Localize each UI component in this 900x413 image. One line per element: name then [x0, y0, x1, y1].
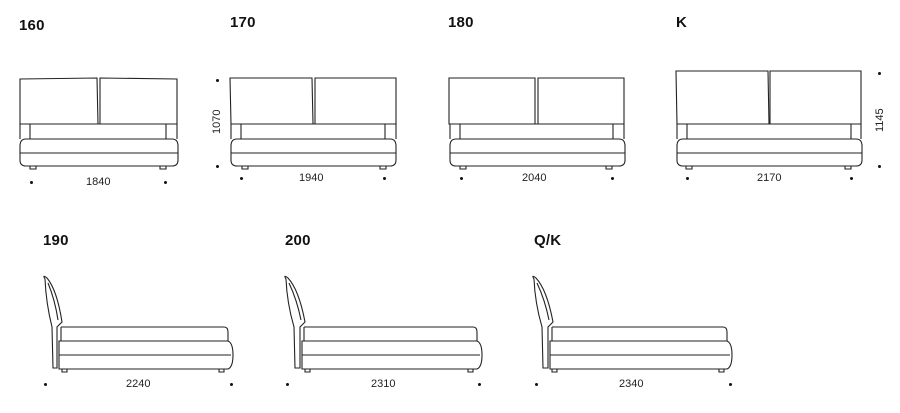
- width-dimension: 1840: [86, 176, 111, 188]
- dimension-marker: [878, 72, 881, 75]
- dimension-marker: [44, 383, 47, 386]
- dimension-marker: [729, 383, 732, 386]
- size-label: Q/K: [534, 232, 562, 249]
- length-dimension: 2240: [126, 378, 151, 390]
- size-label: 180: [448, 14, 474, 31]
- dimension-marker: [230, 383, 233, 386]
- dimension-marker: [686, 177, 689, 180]
- dimension-marker: [878, 165, 881, 168]
- width-dimension: 2170: [757, 172, 782, 184]
- dimension-marker: [850, 177, 853, 180]
- dimension-marker: [535, 383, 538, 386]
- dimension-marker: [286, 383, 289, 386]
- dimension-marker: [216, 165, 219, 168]
- size-label: 160: [19, 17, 45, 34]
- dimension-marker: [383, 177, 386, 180]
- size-label: 190: [43, 232, 69, 249]
- size-label: 170: [230, 14, 256, 31]
- width-dimension: 1940: [299, 172, 324, 184]
- dimension-marker: [164, 181, 167, 184]
- dimension-marker: [460, 177, 463, 180]
- width-dimension: 2040: [522, 172, 547, 184]
- dimension-marker: [611, 177, 614, 180]
- dimension-marker: [240, 177, 243, 180]
- dimension-marker: [216, 79, 219, 82]
- dimension-marker: [30, 181, 33, 184]
- size-label: K: [676, 14, 688, 31]
- length-dimension: 2340: [619, 378, 644, 390]
- size-label: 200: [285, 232, 311, 249]
- dimension-marker: [478, 383, 481, 386]
- length-dimension: 2310: [371, 378, 396, 390]
